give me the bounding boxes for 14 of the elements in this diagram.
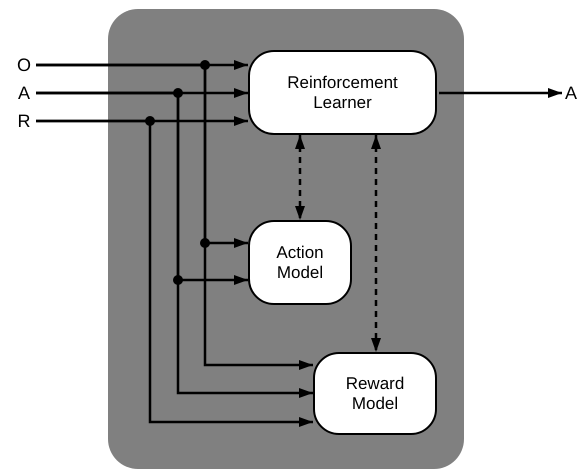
- signal-label: A: [562, 82, 580, 104]
- dashed-arrow: [295, 135, 305, 220]
- model-box: Reinforcement Learner: [248, 50, 437, 135]
- signal-label: O: [14, 55, 34, 75]
- arrow: [439, 88, 562, 98]
- model-box: Reward Model: [313, 352, 437, 435]
- signal-label: R: [14, 111, 34, 131]
- arrow: [36, 64, 313, 370]
- container-panel: [108, 9, 464, 469]
- arrow: [36, 92, 313, 398]
- model-box: Action Model: [248, 220, 352, 305]
- arrow: [36, 120, 313, 427]
- dashed-arrow: [371, 135, 381, 352]
- signal-label: A: [14, 83, 34, 103]
